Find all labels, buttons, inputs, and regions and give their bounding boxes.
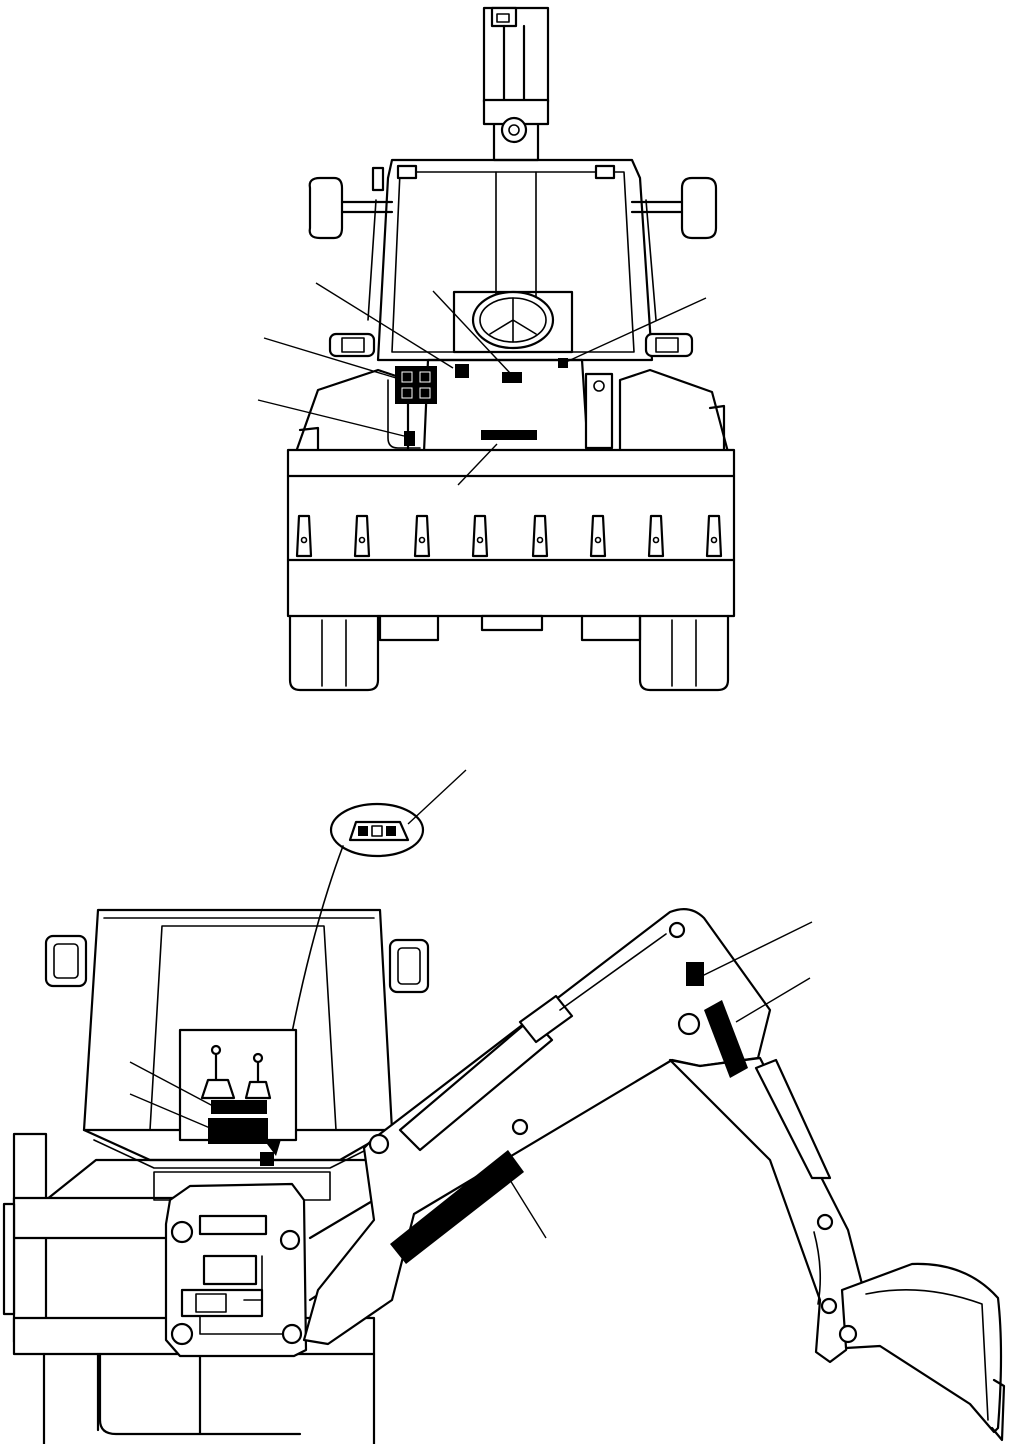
dipper-arm [668,1056,864,1364]
work-light-left [328,332,376,358]
bucket-tooth-pin [418,536,426,544]
backhoe-boom-top [482,6,550,162]
rear-mirror-left [44,934,88,988]
backhoe-bucket [838,1262,1006,1442]
decal-r2 [208,1118,268,1144]
cab-front [367,158,657,362]
backhoe-boom [302,907,772,1346]
bucket-tooth-pin [358,536,366,544]
bucket-tooth [353,514,371,558]
control-levers [200,1044,272,1100]
bucket-tooth [413,514,431,558]
decal-r6 [390,1150,524,1264]
bucket-tooth-pin [710,536,718,544]
rear-view [2,769,1006,1444]
bucket-tooth [589,514,607,558]
loader-bucket [286,448,736,618]
front-wheels [288,614,730,692]
bucket-tooth-pin [652,536,660,544]
decal-f2 [455,364,469,378]
bucket-tooth [295,514,313,558]
bucket-tooth [647,514,665,558]
bucket-tooth [705,514,723,558]
work-light-right [644,332,694,358]
front-leader-lines [257,282,707,486]
decal-r4 [686,962,704,986]
decal-r5 [704,1000,748,1078]
bucket-tooth [531,514,549,558]
decal-f5 [404,431,415,446]
rear-mirror-right [388,938,430,994]
bucket-tooth-pin [300,536,308,544]
bucket-tooth-pin [476,536,484,544]
front-view [257,6,736,692]
decal-f1 [395,366,437,404]
bucket-tooth [471,514,489,558]
decal-f4 [558,358,568,368]
decal-f6 [481,430,537,440]
mirror-left [308,176,394,240]
steering-wheel [452,290,574,354]
rear-leader-lines [129,921,813,1239]
decal-f3 [502,372,522,383]
rear-decals [208,962,748,1264]
decal-r3 [260,1152,274,1166]
swing-frame [164,1182,308,1358]
mirror-right [630,176,718,240]
front-decals [395,358,568,446]
bucket-tooth-pin [594,536,602,544]
decal-r1 [211,1100,267,1114]
bucket-tooth-pin [536,536,544,544]
bucket-teeth [295,514,723,558]
